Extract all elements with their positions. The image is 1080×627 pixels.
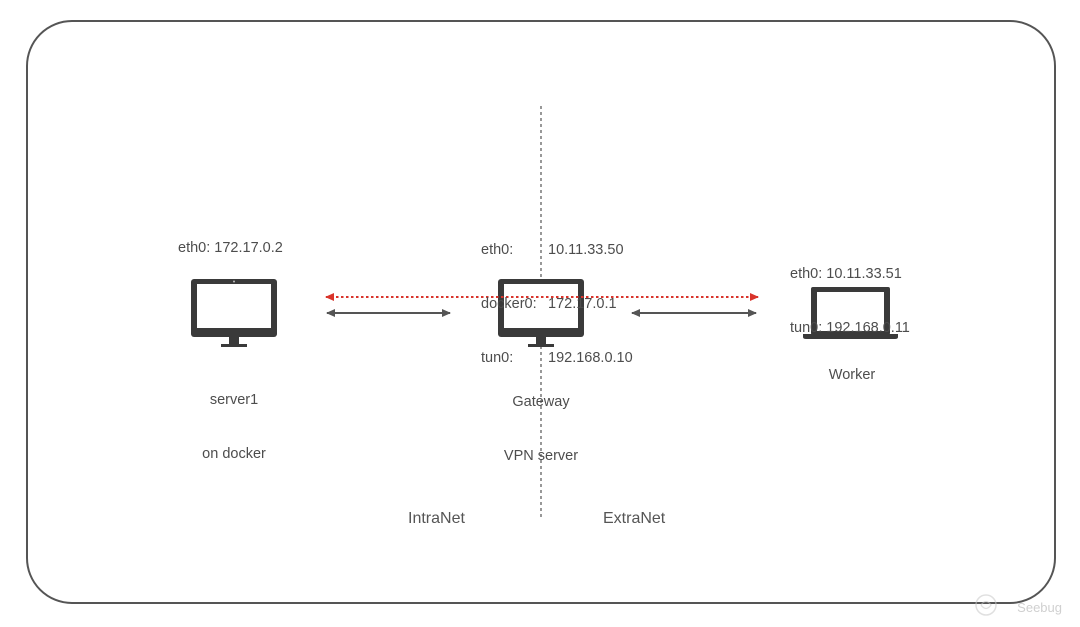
seebug-watermark: Seebug: [1017, 600, 1062, 615]
gateway-name-label: Gateway VPN server: [481, 357, 601, 483]
gateway-iface-addr: 172.17.0.1: [548, 296, 617, 312]
gateway-iface-name: docker0:: [481, 296, 537, 312]
server-name-label: server1 on docker: [174, 355, 294, 481]
gateway-iface-addr: 10.11.33.50: [548, 242, 624, 258]
server-monitor-icon: [191, 279, 277, 347]
server-name-line2: on docker: [202, 446, 266, 462]
intranet-zone-label: IntraNet: [408, 510, 465, 527]
gateway-iface-name: tun0:: [481, 350, 514, 366]
gateway-interface-addresses: 10.11.33.50 172.17.0.1 192.168.0.10: [548, 205, 633, 385]
worker-laptop-icon: [803, 287, 898, 339]
worker-iface-line1: eth0: 10.11.33.51: [790, 266, 902, 282]
worker-name-label: Worker: [828, 367, 876, 383]
gateway-iface-name: eth0:: [481, 242, 514, 258]
gateway-name-line2: VPN server: [503, 448, 579, 464]
server-name-line1: server1: [209, 392, 259, 408]
seebug-logo-icon: [975, 594, 997, 616]
gateway-interface-names: eth0: docker0: tun0:: [481, 205, 537, 385]
worker-interface-labels: eth0: 10.11.33.51 tun0: 192.168.0.11: [790, 229, 910, 355]
gateway-iface-addr: 192.168.0.10: [548, 350, 633, 366]
worker-iface-line2: tun0: 192.168.0.11: [790, 320, 910, 336]
server-interface-label: eth0: 172.17.0.2: [178, 240, 283, 256]
gateway-name-line1: Gateway: [512, 394, 570, 410]
extranet-zone-label: ExtraNet: [603, 510, 666, 527]
diagram-frame: [26, 20, 1056, 604]
